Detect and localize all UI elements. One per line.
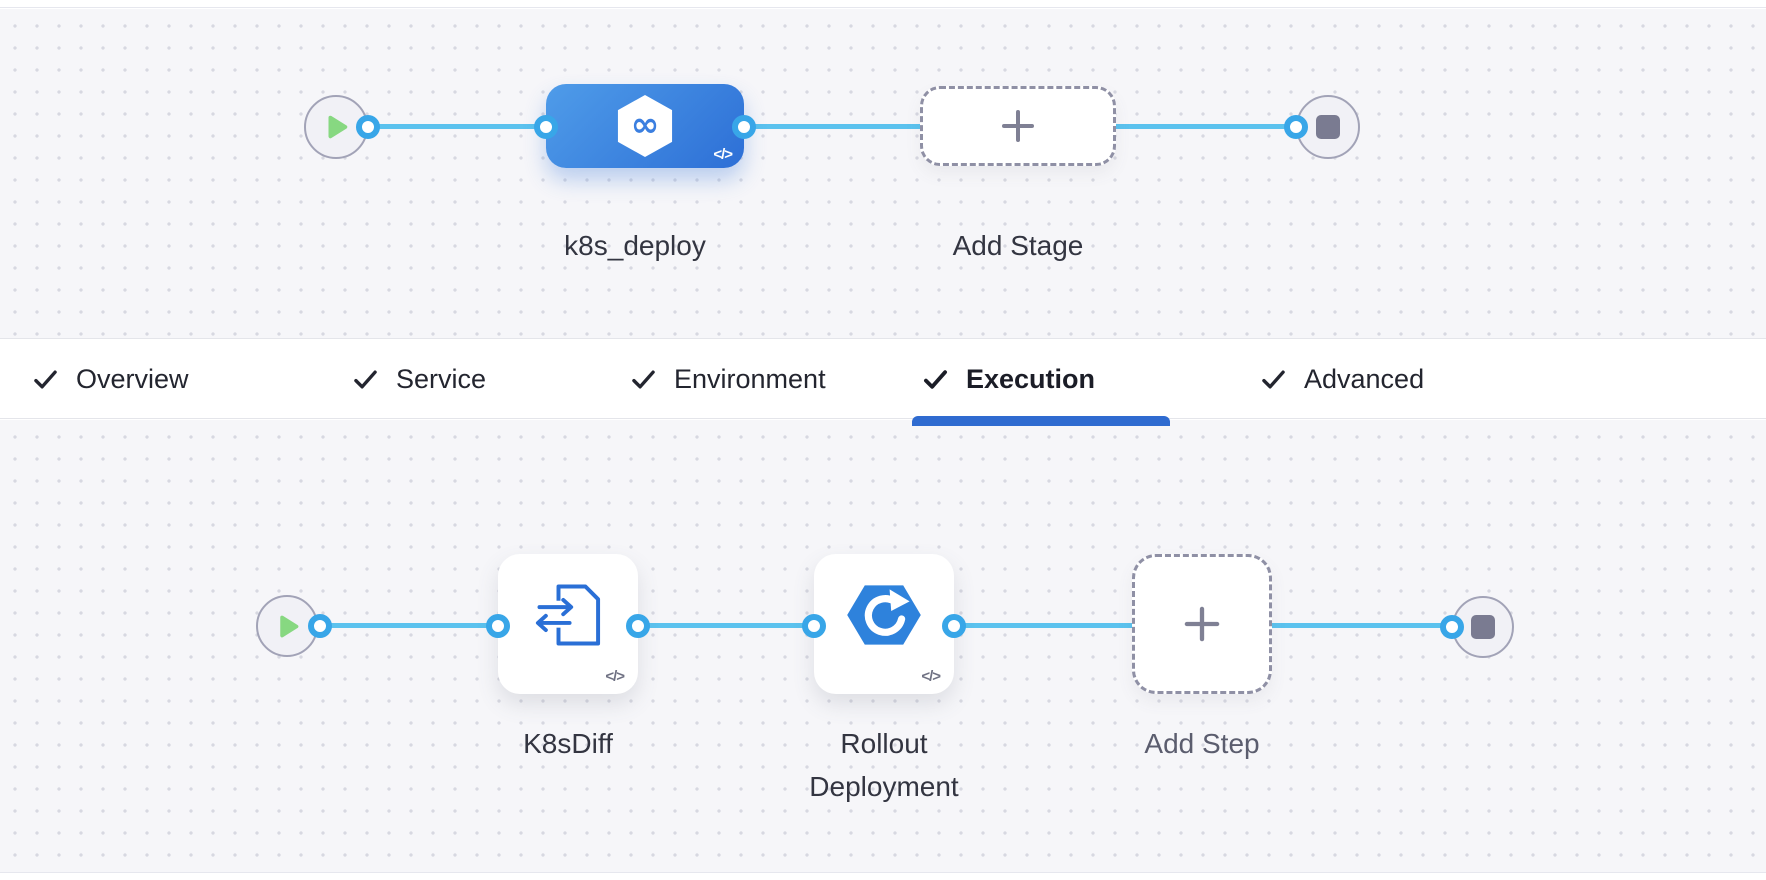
tab-label: Service [396,364,487,394]
play-icon [321,112,351,142]
bottom-edge-strip [0,872,1766,880]
add-stage-button[interactable] [920,86,1116,166]
check-icon [352,366,379,393]
stage-end-node [1296,95,1360,159]
step-start-node [256,595,318,657]
step-node-k8sdiff[interactable]: </> [498,554,638,694]
stage-start-port[interactable] [356,115,380,139]
tab-execution[interactable]: Execution [922,339,1095,420]
step-node-rollout-deployment[interactable]: </> [814,554,954,694]
tab-label: Advanced [1304,364,1425,394]
add-step-button[interactable] [1132,554,1272,694]
stage-connector-line [368,124,1296,129]
step-start-port[interactable] [308,614,332,638]
code-toggle-icon: </> [713,146,733,163]
step-label-rollout-deployment: Rollout Deployment [809,728,959,803]
plus-icon [993,101,1043,151]
tab-label: Overview [76,364,189,394]
stage-config-tab-bar: Overview Service Environment Execution A [0,338,1766,426]
stage-node-k8s-deploy[interactable]: ∞ </> [546,84,744,168]
check-icon [922,366,949,393]
tab-label: Execution [966,364,1096,394]
add-step-label: Add Step [1144,728,1260,759]
stage-end-port[interactable] [1284,115,1308,139]
play-icon [273,612,302,641]
rollout-in-port[interactable] [802,614,826,638]
tab-label: Environment [674,364,826,394]
active-tab-underline [912,416,1170,426]
stop-icon [1471,615,1495,639]
rollout-out-port[interactable] [942,614,966,638]
code-toggle-icon: </> [921,668,941,685]
tab-environment[interactable]: Environment [630,339,826,420]
check-icon [1260,366,1287,393]
k8sdiff-in-port[interactable] [486,614,510,638]
check-icon [32,366,59,393]
tab-overview[interactable]: Overview [32,339,189,420]
top-edge-strip [0,0,1766,8]
k8s-diff-file-icon [530,577,606,653]
plus-icon [1175,597,1229,651]
stage-node-out-port[interactable] [732,115,756,139]
step-label-k8sdiff: K8sDiff [523,728,613,759]
stage-graph-canvas: ∞ </> k8s_deploy Add Stage [0,9,1766,338]
rollout-hexagon-refresh-icon [844,575,924,655]
tab-advanced[interactable]: Advanced [1260,339,1424,420]
cd-hexagon-infinity-icon: ∞ [612,93,678,159]
code-toggle-icon: </> [605,668,625,685]
stage-node-in-port[interactable] [534,115,558,139]
execution-graph-canvas: </> </> [0,420,1766,872]
svg-text:∞: ∞ [631,105,660,145]
tab-service[interactable]: Service [352,339,486,420]
k8sdiff-out-port[interactable] [626,614,650,638]
stop-icon [1316,115,1340,139]
step-end-port[interactable] [1440,615,1464,639]
check-icon [630,366,657,393]
add-stage-label: Add Stage [952,230,1084,261]
stage-node-label: k8s_deploy [564,230,706,261]
